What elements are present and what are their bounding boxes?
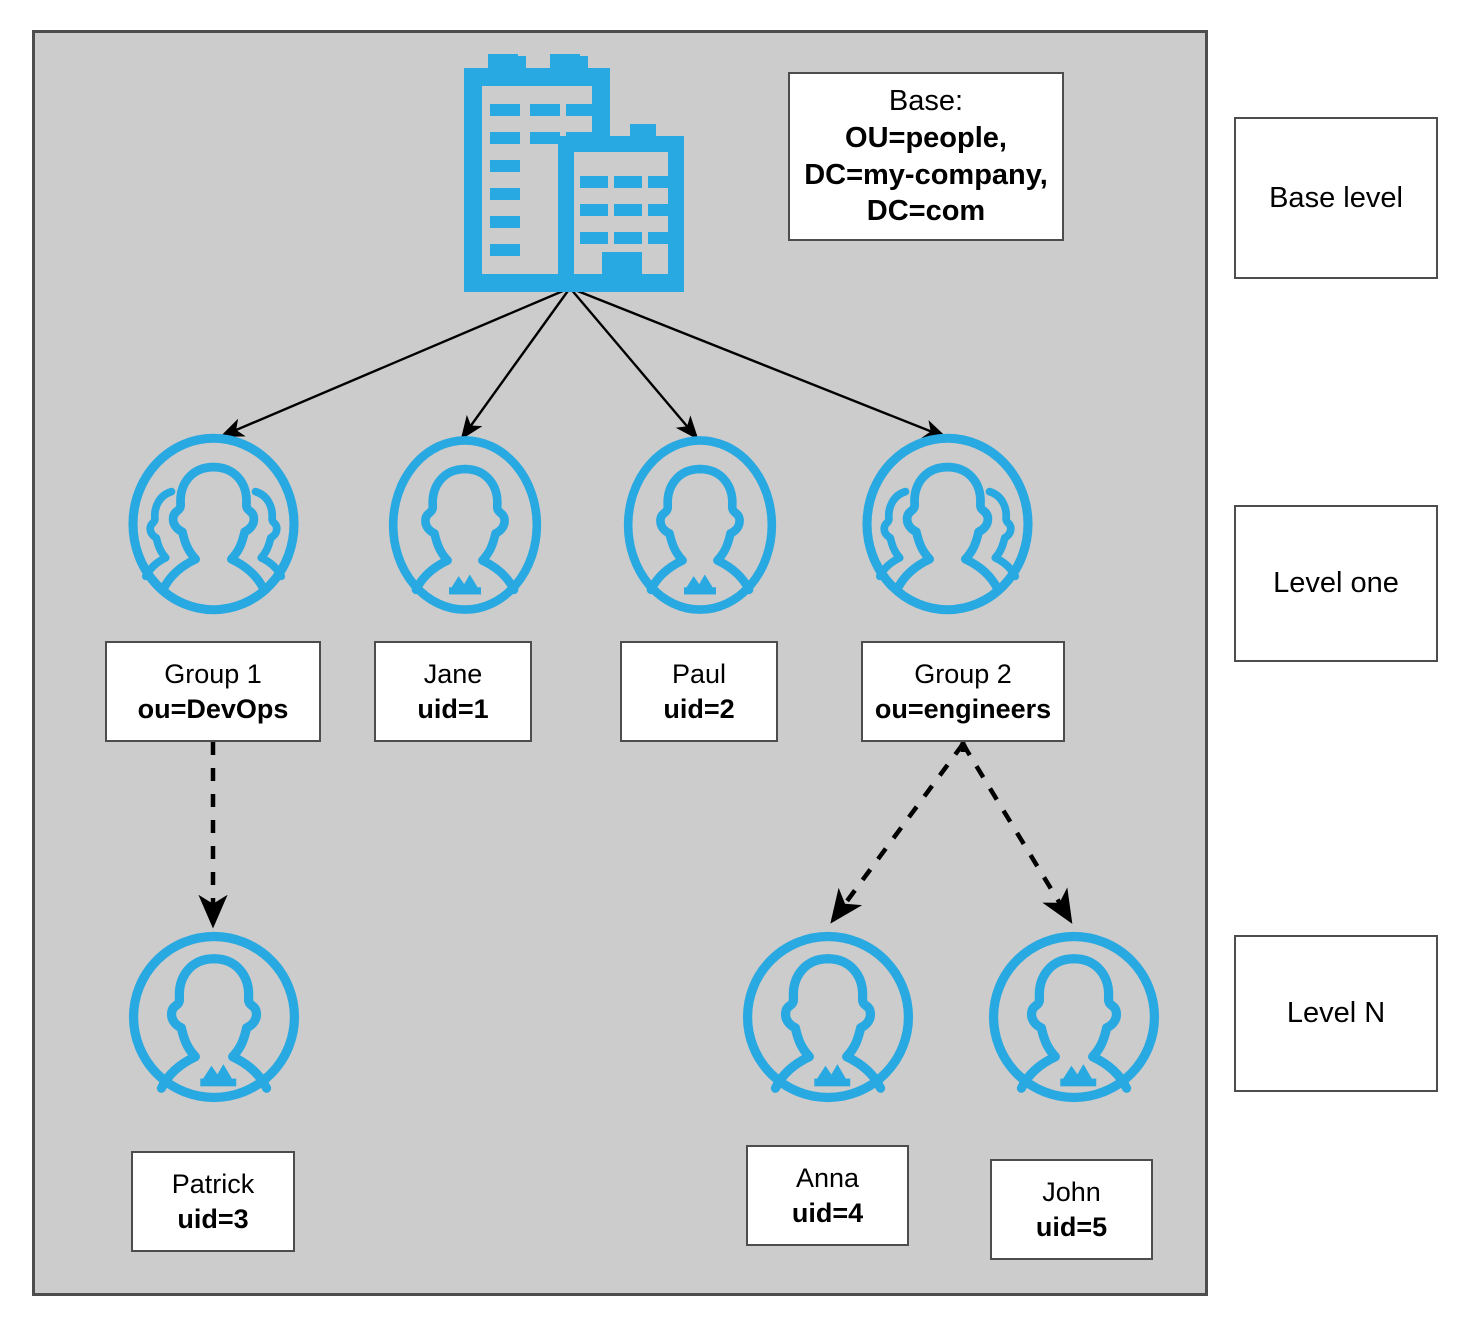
node-name: Group 2 <box>914 658 1012 689</box>
node-name: John <box>1042 1176 1101 1207</box>
node-name: Paul <box>671 658 727 689</box>
node-attribute: ou=engineers <box>874 693 1052 724</box>
node-label-patrick[interactable]: Patrick uid=3 <box>131 1151 295 1252</box>
legend-level-one: Level one <box>1234 505 1438 662</box>
node-label-paul[interactable]: Paul uid=2 <box>620 641 778 742</box>
node-label-john[interactable]: John uid=5 <box>990 1159 1153 1260</box>
node-attribute: uid=2 <box>663 693 735 724</box>
group-avatar-icon <box>860 432 1035 616</box>
node-label-group-2[interactable]: Group 2 ou=engineers <box>861 641 1065 742</box>
user-avatar-icon <box>620 434 780 616</box>
node-attribute: ou=DevOps <box>137 693 289 724</box>
user-avatar-icon <box>128 928 300 1106</box>
node-label-anna[interactable]: Anna uid=4 <box>746 1145 909 1246</box>
node-attribute: uid=3 <box>177 1203 249 1234</box>
user-avatar-icon <box>988 928 1160 1106</box>
company-building-icon <box>452 48 692 292</box>
base-annotation-box: Base: OU=people, DC=my-company, DC=com <box>788 72 1064 241</box>
legend-base-level: Base level <box>1234 117 1438 279</box>
group-avatar-icon <box>126 432 301 616</box>
node-attribute: uid=5 <box>1035 1211 1108 1242</box>
node-attribute: uid=4 <box>791 1197 864 1228</box>
legend-label: Level one <box>1273 567 1399 599</box>
node-name: Patrick <box>171 1168 255 1199</box>
base-dn-line-2: DC=my-company, <box>804 158 1048 191</box>
user-avatar-icon <box>742 928 914 1106</box>
user-avatar-icon <box>385 434 545 616</box>
node-label-jane[interactable]: Jane uid=1 <box>374 641 532 742</box>
legend-label: Level N <box>1286 997 1386 1029</box>
node-name: Anna <box>795 1162 860 1193</box>
base-dn-line-1: OU=people, <box>845 121 1007 154</box>
node-label-group-1[interactable]: Group 1 ou=DevOps <box>105 641 321 742</box>
node-attribute: uid=1 <box>417 693 489 724</box>
base-dn-line-3: DC=com <box>866 195 986 228</box>
node-name: Jane <box>423 658 483 689</box>
legend-level-n: Level N <box>1234 935 1438 1092</box>
node-name: Group 1 <box>164 658 262 689</box>
legend-label: Base level <box>1269 181 1403 214</box>
base-label: Base: <box>888 85 964 118</box>
